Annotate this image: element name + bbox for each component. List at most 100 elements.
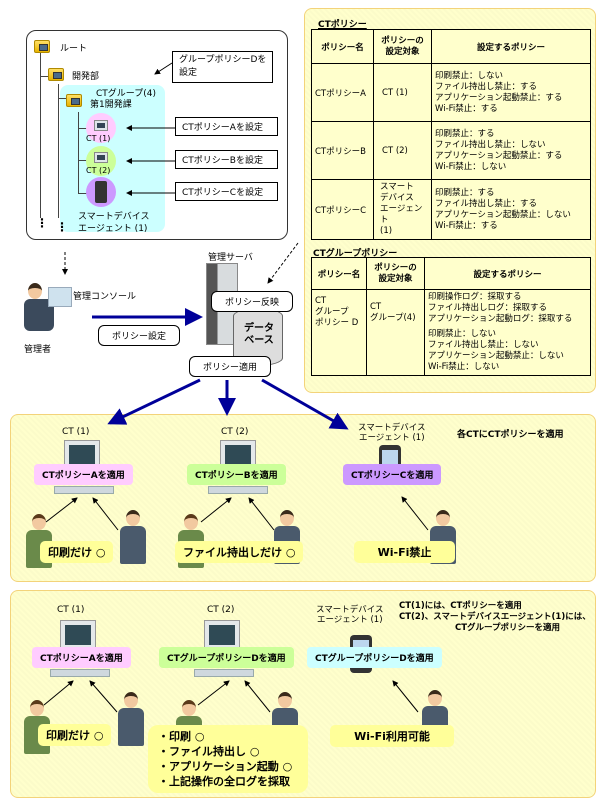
callout-group-line-1: グループポリシーDを bbox=[179, 55, 267, 65]
callout-policy-b: CTポリシーBを設定 bbox=[175, 150, 278, 169]
s2-result-smart: Wi-Fi利用可能 bbox=[330, 725, 454, 747]
ct-policy-title: CTポリシー bbox=[318, 20, 367, 30]
tree-line bbox=[78, 128, 88, 129]
s2-ct2-label: CT (2) bbox=[207, 605, 235, 615]
s2-smart-label: スマートデバイスエージェント (1) bbox=[316, 605, 384, 625]
col-header-target: ポリシーの設定対象 bbox=[373, 29, 432, 64]
group-policy-title: CTグループポリシー bbox=[313, 249, 398, 259]
policy-target: スマートデバイスエージェント(1) bbox=[373, 179, 432, 240]
tree-ct2-label: CT (2) bbox=[86, 166, 111, 175]
callout-policy-c: CTポリシーCを設定 bbox=[175, 182, 278, 201]
root-folder-icon bbox=[34, 40, 50, 53]
s1-tag-policy-c: CTポリシーCを適用 bbox=[343, 464, 442, 485]
s1-ct1-label: CT (1) bbox=[62, 427, 90, 437]
male-user-figure bbox=[116, 692, 146, 747]
tree-dept-label: 開発部 bbox=[72, 72, 100, 82]
tree-line bbox=[78, 193, 88, 194]
ellipsis-icon: ⋮ bbox=[56, 220, 68, 234]
table-row: CTポリシーB CT (2) 印刷禁止：するファイル持出し禁止：しないアプリケー… bbox=[311, 121, 591, 180]
scenario-1-note: 各CTにCTポリシーを適用 bbox=[457, 430, 564, 440]
s1-ct2-label: CT (2) bbox=[221, 427, 249, 437]
table-header-row: ポリシー名 ポリシーの設定対象 設定するポリシー bbox=[311, 29, 591, 64]
keyboard-icon bbox=[208, 486, 268, 494]
computer-icon bbox=[94, 152, 108, 163]
server-label: 管理サーバ bbox=[208, 253, 253, 263]
arrow-user-to-ct bbox=[92, 497, 119, 531]
console-monitor-icon bbox=[48, 287, 72, 307]
section-folder-icon bbox=[66, 94, 82, 107]
s2-tag-group-policy-d-smart: CTグループポリシーDを適用 bbox=[307, 647, 442, 668]
policy-settings: 印刷操作ログ：採取するファイル持出しログ：採取するアプリケーション起動ログ：採取… bbox=[424, 289, 591, 376]
tree-line bbox=[40, 76, 50, 77]
policy-name: CTポリシーA bbox=[311, 63, 374, 122]
s1-result-smart: Wi-Fi禁止 bbox=[354, 541, 455, 563]
arrow-user-to-ct bbox=[89, 680, 118, 713]
policy-reflect-label: ポリシー反映 bbox=[211, 291, 293, 312]
keyboard-icon bbox=[50, 669, 110, 677]
ct1-monitor-icon bbox=[60, 620, 96, 650]
scenario-2-note: CT(1)には、CTポリシーを適用 CT(2)、スマートデバイスエージェント(1… bbox=[399, 601, 591, 633]
keyboard-icon bbox=[54, 486, 114, 494]
tree-line bbox=[78, 112, 79, 193]
male-user-figure bbox=[118, 510, 148, 565]
dashed-arrow-to-server bbox=[267, 242, 299, 284]
s2-result-ct2: ・印刷 ○ ・ファイル持出し ○ ・アプリケーション起動 ○ ・上記操作の全ログ… bbox=[148, 725, 308, 793]
dept-folder-icon bbox=[48, 68, 64, 81]
s2-tag-policy-a: CTポリシーAを適用 bbox=[32, 647, 131, 668]
col-header-name: ポリシー名 bbox=[311, 257, 367, 290]
ellipsis-icon: ⋮ bbox=[36, 216, 48, 230]
tree-root-label: ルート bbox=[60, 44, 88, 54]
tree-line bbox=[58, 84, 59, 218]
callout-group-policy: グループポリシーDを 設定 bbox=[172, 51, 274, 83]
policy-setting-label: ポリシー設定 bbox=[98, 325, 180, 346]
s1-tag-policy-b: CTポリシーBを適用 bbox=[187, 464, 286, 485]
arrow-group-callout bbox=[154, 62, 173, 75]
arrow-user-to-smart bbox=[392, 680, 419, 713]
table-header-row: ポリシー名 ポリシーの設定対象 設定するポリシー bbox=[311, 257, 591, 290]
tree-ct1-label: CT (1) bbox=[86, 134, 111, 143]
tree-smart-label-2: エージェント (1) bbox=[78, 224, 148, 234]
callout-group-line-2: 設定 bbox=[179, 68, 198, 78]
arrow-user-to-ct bbox=[45, 497, 78, 523]
tree-smart-label-1: スマートデバイス bbox=[78, 212, 150, 222]
s2-result-ct1: 印刷だけ ○ bbox=[38, 724, 112, 746]
policy-name: CTポリシーC bbox=[311, 179, 374, 240]
admin-label: 管理者 bbox=[24, 345, 52, 355]
callout-policy-a: CTポリシーAを設定 bbox=[175, 117, 278, 136]
arrow-user-to-ct bbox=[248, 497, 275, 531]
tree-line bbox=[78, 160, 88, 161]
arrow-user-to-ct bbox=[43, 680, 74, 706]
tree-line bbox=[58, 98, 66, 99]
s1-result-ct2: ファイル持出しだけ ○ bbox=[175, 541, 304, 563]
policy-target: CT (2) bbox=[373, 121, 432, 180]
arrow-user-to-ct bbox=[244, 680, 271, 713]
console-label: 管理コンソール bbox=[73, 292, 137, 302]
policy-apply-label: ポリシー適用 bbox=[189, 356, 271, 377]
arrow-user-to-smart bbox=[401, 496, 429, 531]
keyboard-icon bbox=[194, 669, 254, 677]
table-row: CTポリシーC スマートデバイスエージェント(1) 印刷禁止：するファイル持出し… bbox=[311, 179, 591, 240]
computer-icon bbox=[94, 120, 108, 131]
ct-policy-table: ポリシー名 ポリシーの設定対象 設定するポリシー CTポリシーA CT (1) … bbox=[311, 29, 591, 240]
arrow-user-to-ct bbox=[200, 497, 232, 523]
s2-ct1-label: CT (1) bbox=[57, 605, 85, 615]
smartphone-icon bbox=[95, 181, 107, 203]
policy-target: CT (1) bbox=[373, 63, 432, 122]
tree-section-label: 第1開発課 bbox=[90, 100, 132, 110]
col-header-target: ポリシーの設定対象 bbox=[366, 257, 425, 290]
tree-line bbox=[40, 52, 41, 218]
ct2-monitor-icon bbox=[204, 620, 240, 650]
database-label: データベース bbox=[244, 323, 274, 346]
arrow-user-to-ct bbox=[197, 680, 230, 706]
s1-result-ct1: 印刷だけ ○ bbox=[40, 541, 114, 563]
s1-smart-label: スマートデバイスエージェント (1) bbox=[358, 423, 426, 443]
col-header-policy: 設定するポリシー bbox=[431, 29, 591, 64]
s2-tag-group-policy-d-ct2: CTグループポリシーDを適用 bbox=[159, 647, 294, 668]
tree-group-label: CTグループ(4) bbox=[96, 89, 156, 99]
s1-tag-policy-a: CTポリシーAを適用 bbox=[34, 464, 133, 485]
